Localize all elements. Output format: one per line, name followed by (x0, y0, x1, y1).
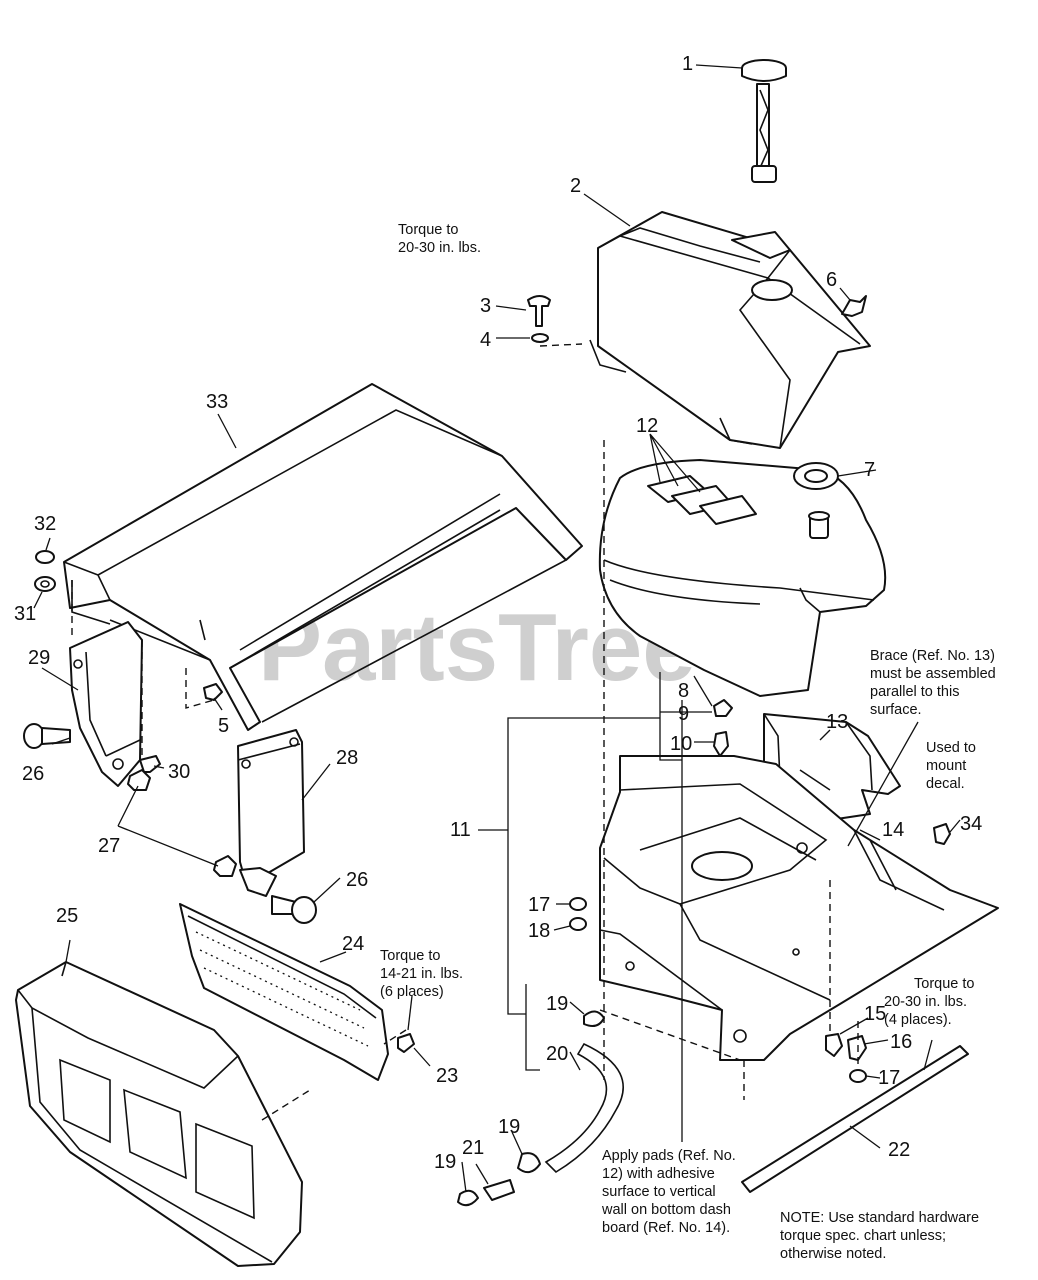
part-5-screw (203, 683, 223, 701)
note-standard-hardware-line-1: NOTE: Use standard hardware (780, 1210, 979, 1226)
part-31-32-nut-washer (34, 550, 56, 592)
part-22-trim-strip (741, 1045, 969, 1193)
callout-9: 9 (678, 703, 689, 725)
note-torque-right-line-3: (4 places). (884, 1012, 952, 1028)
part-29-bracket (69, 621, 143, 787)
callout-19c: 19 (434, 1151, 456, 1173)
note-decal-line-1: Used to (926, 740, 976, 756)
part-2-tank-cover (589, 211, 871, 449)
note-standard-hardware: NOTE: Use standard hardware torque spec.… (780, 1210, 979, 1262)
note-brace-line-1: Brace (Ref. No. 13) (870, 648, 995, 664)
part-9-grommet (713, 699, 733, 717)
callout-24: 24 (342, 933, 364, 955)
part-6-screw (841, 295, 867, 317)
note-torque-top-line-2: 20-30 in. lbs. (398, 240, 481, 256)
callout-7: 7 (864, 459, 875, 481)
callout-22: 22 (888, 1139, 910, 1161)
part-25-grille (15, 961, 303, 1267)
note-torque-top-line-1: Torque to (398, 222, 458, 238)
note-brace-line-4: surface. (870, 702, 922, 718)
callout-25: 25 (56, 905, 78, 927)
part-3-4-screw-washer (527, 295, 551, 343)
callout-29: 29 (28, 647, 50, 669)
callout-16: 16 (890, 1031, 912, 1053)
part-19-20-21-hose-clamps (457, 1010, 624, 1207)
note-brace: Brace (Ref. No. 13) must be assembled pa… (870, 648, 996, 718)
note-decal-line-2: mount (926, 758, 966, 774)
note-torque-mid: Torque to 14-21 in. lbs. (6 places) (380, 948, 463, 1000)
callout-11: 11 (450, 819, 471, 841)
callout-21: 21 (462, 1137, 484, 1159)
callout-3: 3 (480, 295, 491, 317)
part-27-nut (127, 769, 151, 791)
note-pads: Apply pads (Ref. No. 12) with adhesive s… (601, 1148, 736, 1236)
note-standard-hardware-line-3: otherwise noted. (780, 1246, 886, 1262)
part-14-dash-board (599, 755, 999, 1061)
part-27-nut-lower (213, 855, 237, 877)
note-brace-line-3: parallel to this (870, 684, 959, 700)
callout-33: 33 (206, 391, 228, 413)
callout-26b: 26 (346, 869, 368, 891)
note-torque-right: Torque to 20-30 in. lbs. (4 places). (884, 976, 974, 1028)
leader-lines (33, 64, 961, 1193)
callout-1: 1 (682, 53, 693, 75)
note-torque-right-line-1: Torque to (914, 976, 974, 992)
part-26-bolt-right (271, 895, 317, 924)
part-23-screw (397, 1033, 415, 1053)
part-28-bracket (237, 729, 305, 897)
callout-17a: 17 (528, 894, 550, 916)
callout-32: 32 (34, 513, 56, 535)
callout-28: 28 (336, 747, 358, 769)
note-pads-line-4: wall on bottom dash (601, 1202, 731, 1218)
callout-34: 34 (960, 813, 982, 835)
note-pads-line-5: board (Ref. No. 14). (602, 1220, 730, 1236)
note-brace-line-2: must be assembled (870, 666, 996, 682)
note-pads-line-3: surface to vertical (602, 1184, 716, 1200)
callout-5: 5 (218, 715, 229, 737)
note-pads-line-2: 12) with adhesive (602, 1166, 715, 1182)
callout-6: 6 (826, 269, 837, 291)
part-26-bolt-left (23, 723, 71, 749)
note-pads-line-1: Apply pads (Ref. No. (602, 1148, 736, 1164)
callout-10: 10 (670, 733, 692, 755)
callout-13: 13 (826, 711, 848, 733)
callout-23: 23 (436, 1065, 458, 1087)
part-17-18-nuts (569, 897, 867, 1083)
part-10-pin (713, 731, 729, 757)
callout-15: 15 (864, 1003, 886, 1025)
part-15-16-screws (825, 1033, 867, 1061)
callout-14: 14 (882, 819, 904, 841)
part-7-grommet (793, 462, 839, 490)
callout-31: 31 (14, 603, 36, 625)
callout-19a: 19 (546, 993, 568, 1015)
callout-8: 8 (678, 680, 689, 702)
callout-20: 20 (546, 1043, 568, 1065)
callout-27: 27 (98, 835, 120, 857)
note-torque-top: Torque to 20-30 in. lbs. (398, 222, 481, 256)
callout-numbers: 1 2 3 4 5 6 7 8 9 10 11 12 13 14 15 16 1… (14, 53, 982, 1173)
note-torque-mid-line-3: (6 places) (380, 984, 444, 1000)
callout-2: 2 (570, 175, 581, 197)
part-24-screen (179, 903, 389, 1081)
part-34-screw (933, 823, 951, 845)
callout-19b: 19 (498, 1116, 520, 1138)
callout-4: 4 (480, 329, 491, 351)
note-decal: Used to mount decal. (926, 740, 976, 792)
note-decal-line-3: decal. (926, 776, 965, 792)
note-torque-mid-line-2: 14-21 in. lbs. (380, 966, 463, 982)
part-fuel-tank (598, 459, 887, 697)
callout-12: 12 (636, 415, 658, 437)
note-torque-mid-line-1: Torque to (380, 948, 440, 964)
part-1-fuel-cap-gauge (741, 59, 787, 183)
callout-17b: 17 (878, 1067, 900, 1089)
note-standard-hardware-line-2: torque spec. chart unless; (780, 1228, 946, 1244)
callout-26a: 26 (22, 763, 44, 785)
callout-30: 30 (168, 761, 190, 783)
note-torque-right-line-2: 20-30 in. lbs. (884, 994, 967, 1010)
alignment-lines (71, 343, 859, 1121)
callout-18: 18 (528, 920, 550, 942)
part-33-dash-panel (63, 383, 583, 731)
